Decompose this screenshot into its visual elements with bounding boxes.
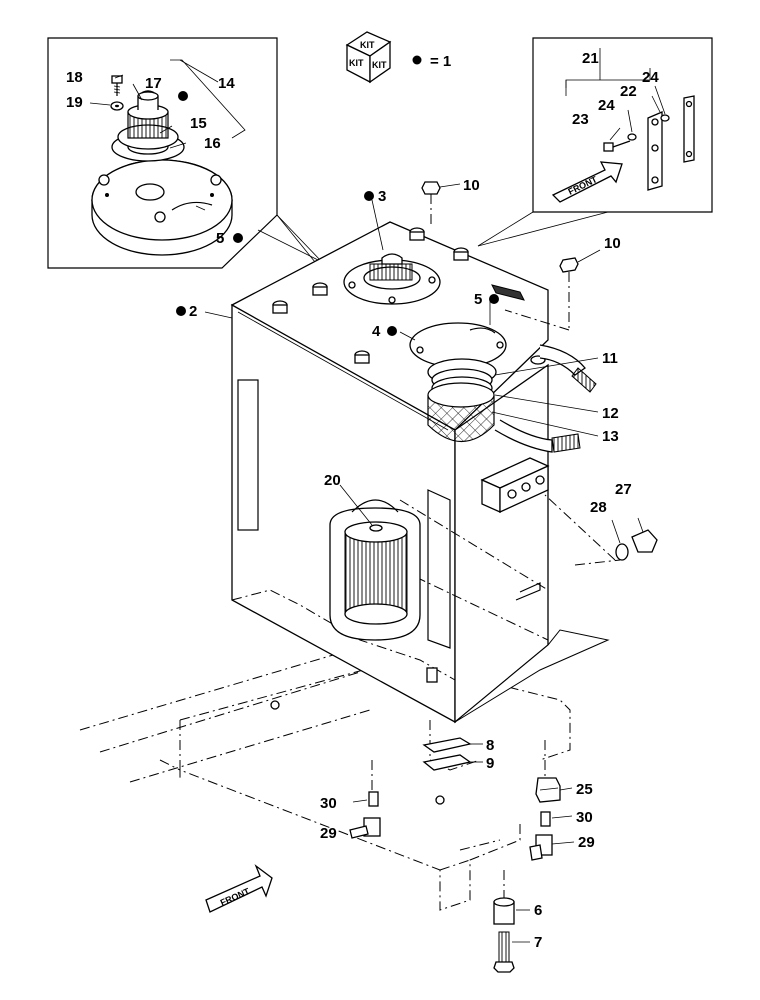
- label-25: 25: [576, 781, 593, 798]
- label-7: 7: [534, 934, 542, 951]
- sight-window-left: [237, 379, 259, 531]
- label-9: 9: [486, 755, 494, 772]
- plate-8-9: [422, 737, 483, 771]
- label-30-left: 30: [320, 795, 337, 812]
- nipple-30-left: [352, 791, 379, 807]
- front-arrow-bottom: FRONT: [205, 864, 273, 913]
- cock-29-left: [349, 760, 381, 839]
- label-23: 23: [572, 111, 589, 128]
- front-arrow-inset: FRONT: [551, 161, 623, 203]
- label-27: 27: [615, 481, 632, 498]
- return-filter-20: [329, 499, 421, 641]
- label-28: 28: [590, 499, 607, 516]
- label-3: 3: [378, 188, 386, 205]
- inset-cover-detail: 18 17 14 19 15 16 5: [47, 37, 323, 269]
- label-16: 16: [204, 135, 221, 152]
- kit-dot-5-main: [489, 294, 499, 304]
- frame-outline: [79, 649, 571, 911]
- breather-assembly-3: [343, 253, 441, 305]
- label-14: 14: [218, 75, 235, 92]
- label-8: 8: [486, 737, 494, 754]
- kit-dot-icon: [412, 55, 422, 65]
- washer-24a: [627, 133, 637, 141]
- kit-dot-14: [178, 91, 188, 101]
- fitting-25: [535, 740, 573, 803]
- plug-27: [631, 517, 658, 553]
- strainer-assembly: [427, 358, 497, 443]
- kit-dot-2: [176, 306, 186, 316]
- label-29-left: 29: [320, 825, 337, 842]
- label-13: 13: [602, 428, 619, 445]
- bolt-23: [603, 140, 631, 152]
- inset-bracket-detail: FRONT 21 24 22: [477, 37, 713, 247]
- bolt-10-top: [421, 181, 461, 228]
- kit-box-icon: KIT KIT KIT: [345, 31, 392, 84]
- label-24-top: 24: [642, 69, 659, 86]
- kit-left-text: KIT: [349, 58, 364, 68]
- label-21: 21: [582, 50, 599, 67]
- leader-lines: [204, 199, 599, 526]
- label-19: 19: [66, 94, 83, 111]
- label-2: 2: [189, 303, 197, 320]
- washer-24b: [660, 114, 670, 122]
- clamp-22: [647, 111, 663, 191]
- kit-dot-3: [364, 191, 374, 201]
- bracket-plate: [683, 95, 695, 163]
- o-ring-28: [615, 543, 629, 561]
- collar-6: [493, 870, 530, 925]
- bolt-7: [493, 931, 530, 973]
- label-17: 17: [145, 75, 162, 92]
- label-12: 12: [602, 405, 619, 422]
- kit-legend: KIT KIT KIT = 1: [345, 31, 451, 84]
- label-5-main: 5: [474, 291, 482, 308]
- label-20: 20: [324, 472, 341, 489]
- kit-dot-4: [387, 326, 397, 336]
- label-11: 11: [602, 350, 618, 367]
- cock-29-right: [529, 834, 575, 861]
- return-hose: [494, 344, 597, 453]
- nipple-30-right: [540, 811, 573, 827]
- label-18: 18: [66, 69, 83, 86]
- label-30-right: 30: [576, 809, 593, 826]
- cover-plate-5: [91, 159, 233, 256]
- front-text-inset: FRONT: [566, 174, 599, 197]
- label-24-mid: 24: [598, 97, 615, 114]
- bracket-top: [491, 284, 525, 301]
- label-10-side: 10: [604, 235, 621, 252]
- label-29-right: 29: [578, 834, 595, 851]
- label-10-top: 10: [463, 177, 480, 194]
- sight-window-right: [427, 489, 451, 649]
- label-6: 6: [534, 902, 542, 919]
- label-5-inset: 5: [216, 230, 224, 247]
- label-15: 15: [190, 115, 207, 132]
- hydraulic-tank: [230, 221, 610, 724]
- bolt-18: [111, 75, 123, 96]
- label-4: 4: [372, 323, 381, 340]
- port-block: [480, 457, 550, 514]
- legend-equals: = 1: [430, 53, 451, 70]
- label-22: 22: [620, 83, 637, 100]
- kit-top-text: KIT: [360, 40, 375, 50]
- bolt-10-side: [504, 249, 601, 331]
- kit-right-text: KIT: [372, 60, 387, 70]
- top-bosses: [272, 227, 546, 365]
- kit-dot-5-inset: [233, 233, 243, 243]
